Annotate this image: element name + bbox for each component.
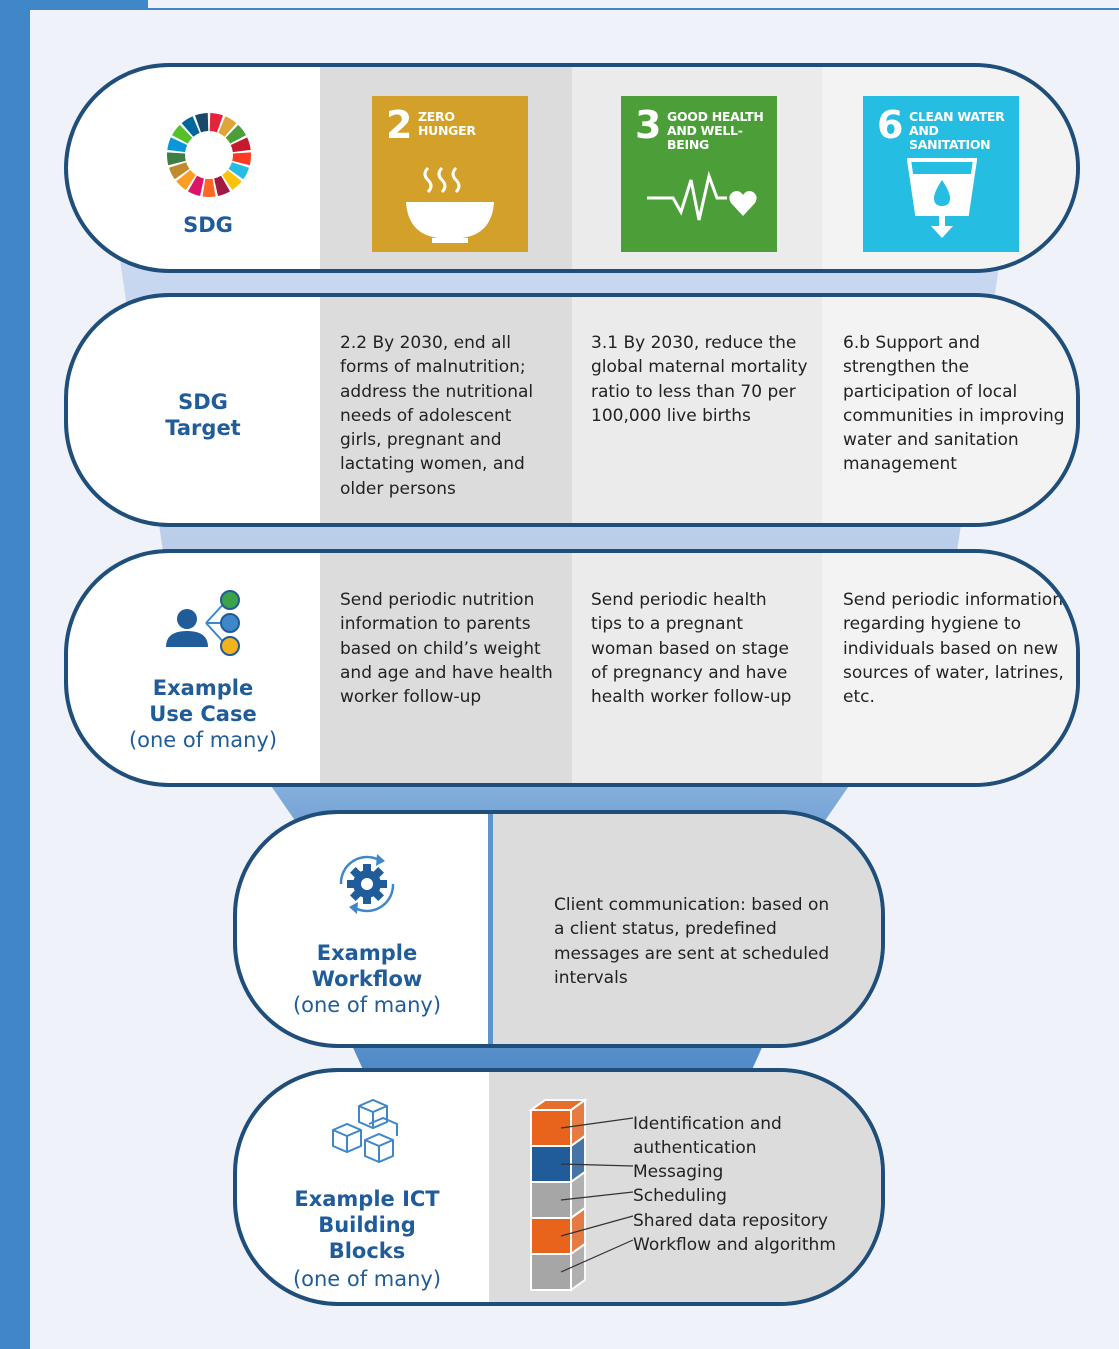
sdg-wheel-segment	[230, 137, 251, 153]
block-stack-graphic	[527, 1098, 634, 1292]
use-case-sublabel: (one of many)	[128, 728, 278, 752]
sdg-target-label: SDG Target	[165, 390, 241, 440]
target-text-2-2: 2.2 By 2030, end all forms of malnutriti…	[340, 333, 534, 499]
workflow-text-panel	[493, 814, 881, 1044]
stack-block	[530, 1253, 572, 1291]
sdg-target-row: SDG Target 2.2 By 2030, end all forms of…	[64, 293, 1080, 527]
building-blocks-row: Example ICT Building Blocks (one of many…	[233, 1068, 885, 1306]
sdg-3-title: GOOD HEALTH AND WELL-BEING	[667, 110, 777, 152]
sdg-row: SDG 2 ZERO HUNGER 3 GOOD HEALTH AND WELL…	[64, 63, 1080, 273]
sdg-wheel-segment	[222, 170, 242, 191]
target-text-6-b: 6.b Support and strengthen the participa…	[843, 333, 1065, 475]
bowl-icon	[406, 166, 494, 243]
sdg-wheel-segment	[167, 152, 186, 166]
building-blocks-label: Example ICT Building Blocks	[294, 1187, 440, 1263]
use-case-text-2: Send periodic health tips to a pregnant …	[591, 590, 792, 708]
sdg-wheel-segment	[214, 175, 231, 197]
target-column-3	[822, 297, 1076, 523]
sdg-2-title-line1: ZERO	[418, 109, 455, 124]
workflow-text: Client communication: based on a client …	[554, 895, 830, 988]
sdg-wheel-segment	[176, 170, 196, 191]
use-case-row: Example Use Case (one of many) Send peri…	[64, 549, 1080, 787]
sdg-wheel-segment	[195, 113, 209, 133]
top-rule	[30, 8, 1119, 10]
workflow-row: Example Workflow (one of many) Client co…	[233, 810, 885, 1048]
block-label-scheduling: Scheduling	[633, 1186, 727, 1206]
sdg-3-number: 3	[635, 103, 662, 147]
sdg-wheel-segment	[232, 152, 251, 166]
sdg-wheel-segment	[202, 178, 216, 197]
sdg-3-title-line1: GOOD HEALTH	[667, 109, 764, 124]
block-label-identification: Identification and authentication	[633, 1112, 782, 1160]
top-accent-block	[0, 0, 148, 10]
usecase-column-1	[320, 553, 572, 783]
sdg-6-title-line2: AND SANITATION	[909, 123, 991, 152]
sdg-6-title-line1: CLEAN WATER	[909, 109, 1005, 124]
building-blocks-sublabel: (one of many)	[292, 1267, 442, 1291]
sdg-wheel-segment	[225, 124, 247, 144]
sdg-6-tile: 6 CLEAN WATER AND SANITATION	[863, 96, 1019, 252]
block-label-workflow: Workflow and algorithm	[633, 1235, 836, 1255]
sdg-2-tile: 2 ZERO HUNGER	[372, 96, 528, 252]
block-label-shared-data: Shared data repository	[633, 1211, 828, 1231]
sdg-wheel-segment	[209, 113, 223, 133]
user-network-icon	[166, 590, 240, 656]
stack-leader-line	[560, 1163, 634, 1167]
target-text-3-1: 3.1 By 2030, reduce the global maternal …	[591, 333, 808, 426]
sdg-wheel-segment	[171, 124, 193, 144]
sdg-wheel-segment	[168, 162, 190, 180]
sdg-2-title-line2: HUNGER	[418, 123, 476, 138]
block-label-messaging: Messaging	[633, 1162, 724, 1182]
stack-leader-line	[560, 1117, 634, 1129]
usecase-column-3	[822, 553, 1076, 783]
sdg-row-label: SDG	[183, 213, 233, 237]
cubes-icon	[332, 1098, 398, 1164]
use-case-text-3: Send periodic information regarding hygi…	[843, 590, 1064, 708]
stack-block-side	[570, 1242, 586, 1292]
block-label-identification-line1: Identification and	[633, 1114, 782, 1134]
water-glass-icon	[907, 158, 977, 238]
sdg-wheel-segment	[187, 175, 204, 197]
sdg-3-title-line2: AND WELL-BEING	[667, 123, 743, 152]
workflow-label: Example Workflow	[311, 941, 423, 991]
heartbeat-icon	[647, 170, 757, 221]
stack-leader-line	[560, 1191, 634, 1201]
sdg-wheel-segment	[167, 137, 188, 153]
block-label-identification-line2: authentication	[633, 1138, 757, 1158]
sdg-wheel-segment	[228, 162, 250, 180]
stack-leader-line	[560, 1215, 634, 1237]
sdg-6-number: 6	[877, 103, 904, 147]
target-column-1	[320, 297, 572, 523]
sdg-2-title: ZERO HUNGER	[418, 110, 476, 138]
stack-block	[530, 1217, 572, 1255]
workflow-divider	[488, 814, 493, 1044]
sdg-wheel-segment	[181, 116, 200, 137]
sdg-wheel-icon	[167, 113, 251, 197]
stack-leader-line	[560, 1239, 634, 1273]
gear-cycle-icon	[339, 854, 395, 914]
usecase-column-2	[572, 553, 822, 783]
use-case-text-1: Send periodic nutrition information to p…	[340, 590, 553, 708]
use-case-label: Example Use Case	[149, 676, 257, 726]
stack-block-top	[527, 1099, 589, 1111]
sdg-2-number: 2	[386, 103, 413, 147]
sdg-6-title: CLEAN WATER AND SANITATION	[909, 110, 1019, 152]
sdg-wheel-segment	[218, 116, 237, 137]
left-accent-bar	[0, 0, 30, 1349]
sdg-3-tile: 3 GOOD HEALTH AND WELL-BEING	[621, 96, 777, 252]
target-column-2	[572, 297, 822, 523]
workflow-sublabel: (one of many)	[292, 993, 442, 1017]
